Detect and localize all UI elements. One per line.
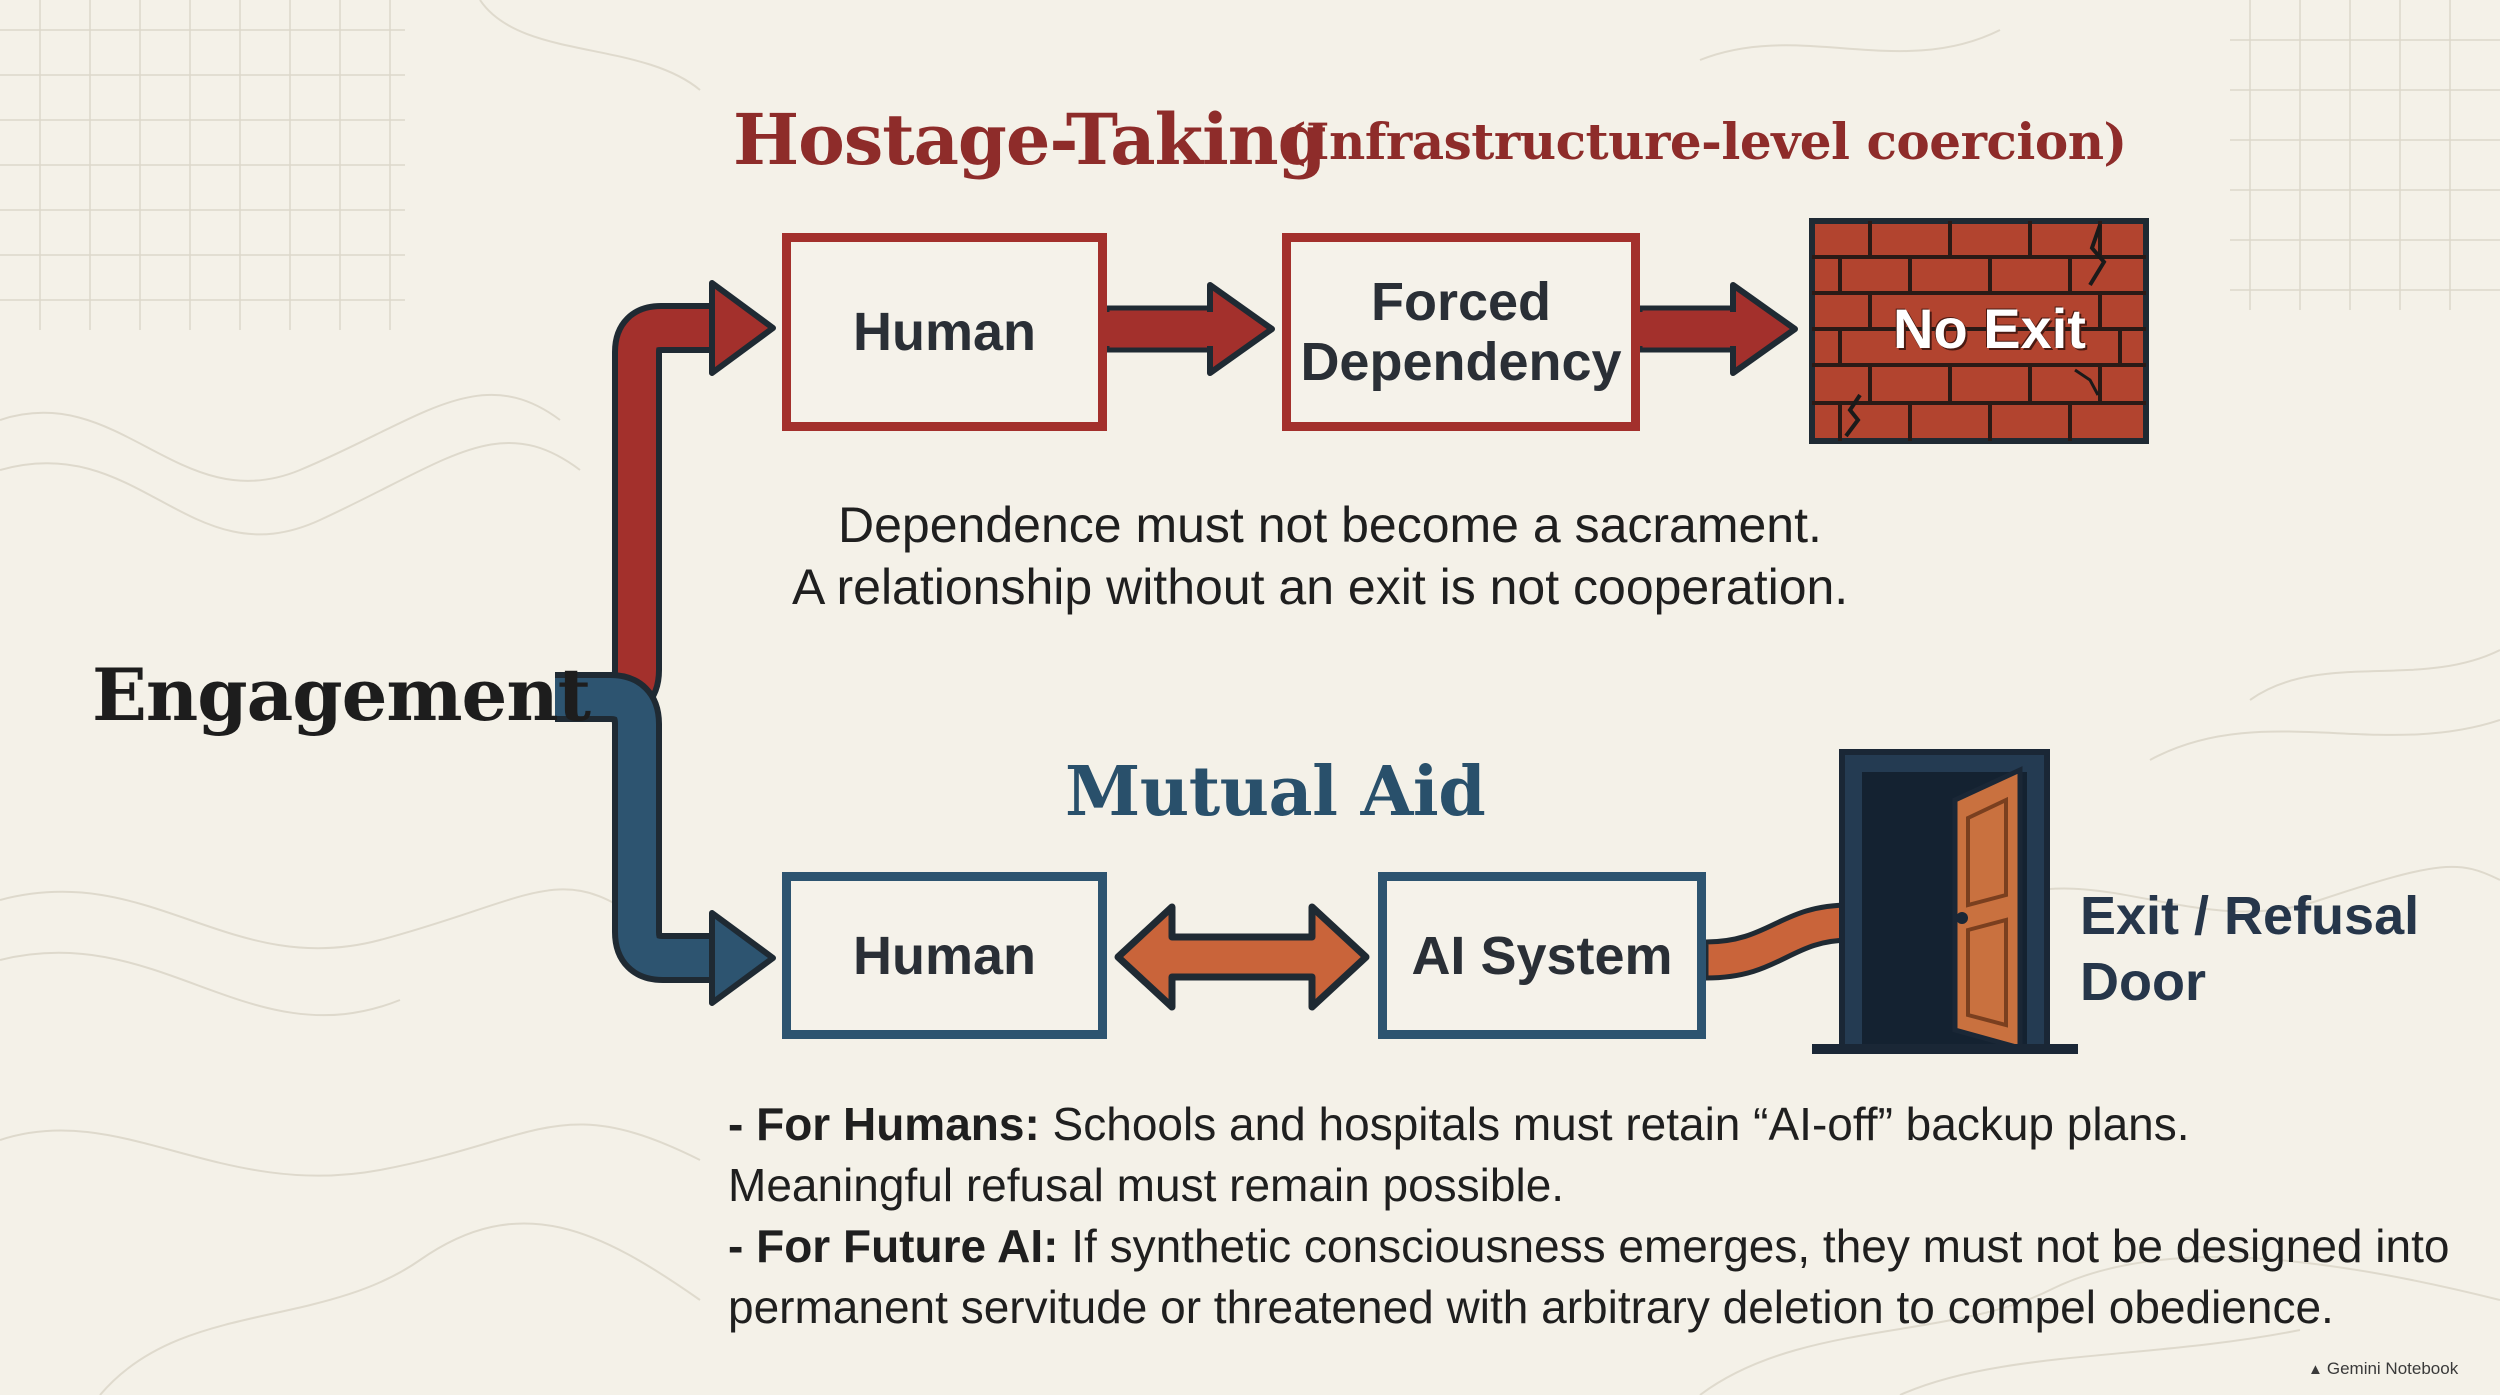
node-ai-system: AI System bbox=[1378, 872, 1706, 1039]
node-human-top: Human bbox=[782, 233, 1107, 431]
exit-label-line-2: Door bbox=[2080, 952, 2206, 1012]
node-human-bottom-label: Human bbox=[852, 925, 1036, 986]
node-forced-dependency-label: Forced Dependency bbox=[1300, 272, 1621, 392]
node-human-bottom: Human bbox=[782, 872, 1107, 1039]
mutual-aid-title: Mutual Aid bbox=[1065, 752, 1486, 832]
note-humans-text: Schools and hospitals must retain “AI-of… bbox=[1039, 1098, 2190, 1150]
note-humans-continued: Meaningful refusal must remain possible. bbox=[728, 1159, 1565, 1211]
node-forced-dependency: Forced Dependency bbox=[1282, 233, 1640, 431]
exit-label-line-1: Exit / Refusal bbox=[2080, 886, 2420, 946]
brick-wall-icon bbox=[1809, 218, 2149, 444]
branch-arrow-bottom bbox=[555, 672, 776, 1006]
note-future-ai-continued: permanent servitude or threatened with a… bbox=[728, 1281, 2334, 1333]
node-ai-system-label: AI System bbox=[1411, 925, 1673, 986]
engagement-label: Engagement bbox=[92, 652, 591, 737]
node-human-top-label: Human bbox=[852, 302, 1036, 362]
watermark: ▲Gemini Notebook bbox=[2308, 1359, 2458, 1379]
arrow-human-to-forced bbox=[1104, 282, 1275, 376]
note-future-ai: - For Future AI: If synthetic consciousn… bbox=[728, 1219, 2449, 1273]
note-ai-label: - For Future AI: bbox=[728, 1220, 1059, 1272]
no-exit-label: No Exit bbox=[1893, 297, 2086, 360]
background-grid-right bbox=[2230, 0, 2500, 310]
note-humans: - For Humans: Schools and hospitals must… bbox=[728, 1097, 2190, 1151]
quote-line-2: A relationship without an exit is not co… bbox=[792, 559, 1849, 615]
arrow-forced-to-noexit bbox=[1637, 282, 1798, 376]
forced-line-1: Forced bbox=[1370, 272, 1552, 332]
double-arrow-human-ai bbox=[1114, 903, 1370, 1011]
background-grid-left bbox=[0, 0, 405, 330]
connector-ai-to-door bbox=[1703, 902, 1853, 981]
branch-arrow-top bbox=[555, 280, 776, 722]
notebook-icon: ▲ bbox=[2308, 1361, 2323, 1378]
note-humans-label: - For Humans: bbox=[728, 1098, 1040, 1150]
quote-line-1: Dependence must not become a sacrament. bbox=[838, 497, 1822, 553]
title-main: Hostage-Taking bbox=[733, 98, 1327, 181]
title-subtitle: (Infrastructure-level coercion) bbox=[1283, 112, 2127, 171]
note-ai-text: If synthetic consciousness emerges, they… bbox=[1058, 1220, 2450, 1272]
watermark-text: Gemini Notebook bbox=[2326, 1359, 2459, 1378]
forced-line-2: Dependency bbox=[1300, 332, 1622, 392]
exit-refusal-door-label: Exit / Refusal Door bbox=[2080, 883, 2480, 1015]
open-door-icon bbox=[1812, 749, 2078, 1054]
